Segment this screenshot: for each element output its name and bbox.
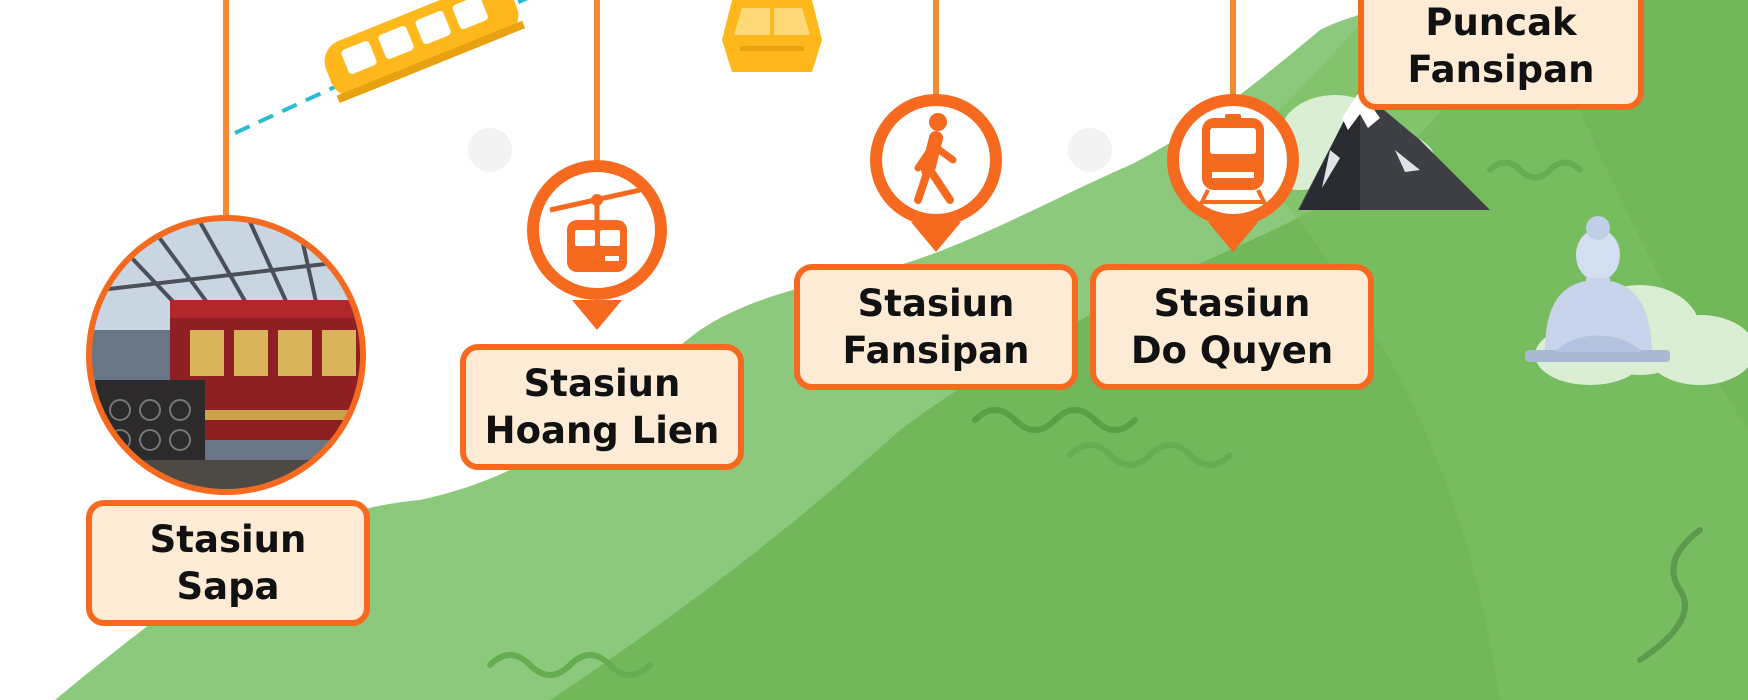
label-line2: Sapa (176, 565, 280, 608)
label-line1: Stasiun (523, 362, 681, 405)
train-icon (1196, 114, 1270, 211)
funicular-train-icon (324, 0, 526, 104)
label-line2: Fansipan (842, 329, 1030, 372)
mountain-peak-icon (1298, 88, 1490, 210)
label-stasiun-do-quyen: Stasiun Do Quyen (1090, 264, 1374, 390)
walking-person-icon (914, 113, 957, 204)
label-line2: Do Quyen (1130, 329, 1334, 372)
label-line1: Stasiun (857, 282, 1015, 325)
connector-lines (223, 0, 1236, 222)
label-stasiun-sapa: Stasiun Sapa (86, 500, 370, 626)
pin-do-quyen (1167, 94, 1299, 252)
cable-car-icon (549, 187, 641, 272)
label-line1: Puncak (1425, 1, 1577, 44)
label-line2: Fansipan (1407, 48, 1595, 91)
label-puncak-fansipan: Puncak Fansipan (1358, 0, 1644, 110)
watermark (468, 128, 1112, 172)
buddha-statue-icon (1525, 216, 1670, 362)
pin-fansipan (870, 94, 1002, 252)
label-line1: Stasiun (149, 518, 307, 561)
label-stasiun-hoang-lien: Stasiun Hoang Lien (460, 344, 744, 470)
station-photo (86, 215, 366, 495)
label-stasiun-fansipan: Stasiun Fansipan (794, 264, 1078, 390)
yellow-gondola-icon (722, 0, 822, 72)
label-line1: Stasiun (1153, 282, 1311, 325)
squiggles (487, 159, 1703, 678)
pin-hoang-lien (527, 160, 667, 330)
label-line2: Hoang Lien (484, 409, 720, 452)
